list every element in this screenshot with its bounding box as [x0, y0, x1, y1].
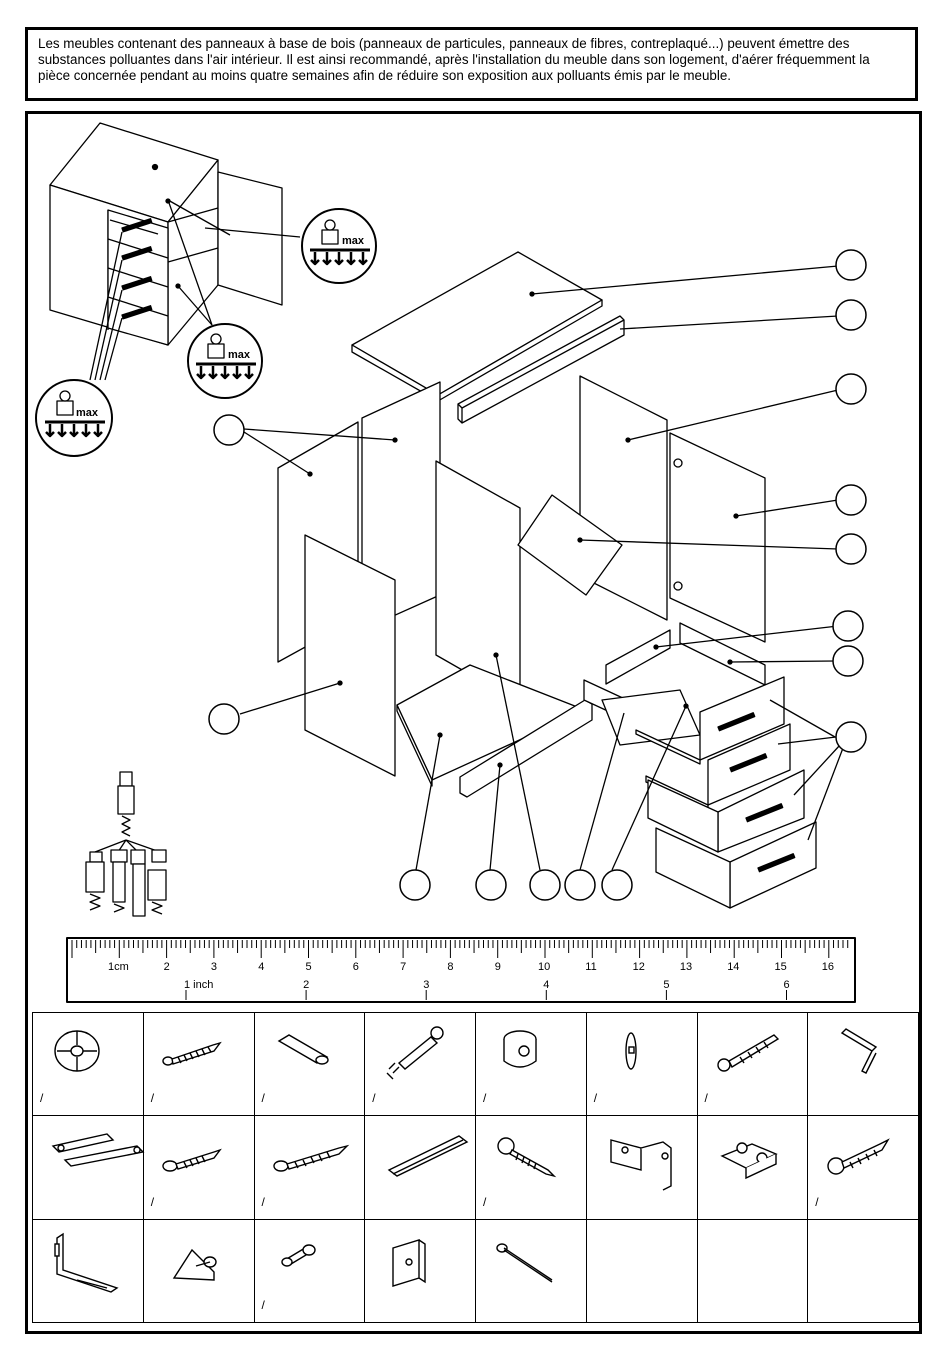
load-badge-label: max: [342, 235, 365, 247]
hardware-cell: /: [475, 1115, 587, 1220]
load-badge-drawers: [35, 379, 113, 457]
hardware-cell: [364, 1115, 476, 1220]
part-callout: [213, 414, 245, 446]
hardware-cell: /: [475, 1012, 587, 1117]
part-callout: [601, 869, 633, 901]
part-callout: [835, 533, 867, 565]
part-callout: [835, 249, 867, 281]
ruler-cm-label: 6: [352, 961, 359, 973]
hardware-cell: [696, 1115, 809, 1220]
warning-text: Les meubles contenant des panneaux à bas…: [38, 36, 870, 83]
quantity-label: /: [372, 1091, 376, 1106]
ruler-inch-label: 3: [423, 979, 430, 991]
hardware-cell: [807, 1218, 919, 1323]
hardware-cell: [32, 1115, 145, 1220]
quantity-label: /: [40, 1091, 44, 1106]
part-callout: [832, 610, 864, 642]
ruler-inch-label: 5: [663, 979, 670, 991]
quantity-label: /: [261, 1194, 265, 1209]
hardware-cell: /: [807, 1115, 919, 1220]
hardware-cell: /: [696, 1012, 809, 1117]
ruler-cm-label: 9: [494, 961, 501, 973]
quantity-label: /: [704, 1091, 708, 1106]
hardware-cell: /: [253, 1218, 366, 1323]
hardware-cell: [364, 1218, 476, 1323]
quantity-label: /: [150, 1091, 155, 1106]
part-callout: [399, 869, 431, 901]
ruler-cm-label: 2: [163, 961, 170, 973]
hardware-cell: [807, 1012, 919, 1117]
part-callout: [835, 299, 867, 331]
part-callout: [832, 645, 864, 677]
load-badge-middle: [187, 323, 263, 399]
hardware-cell: /: [364, 1012, 476, 1117]
quantity-label: /: [150, 1194, 155, 1209]
ruler-cm-label: 3: [210, 961, 218, 973]
hardware-cell: /: [253, 1012, 366, 1117]
load-badge-top: [301, 208, 377, 284]
hardware-cell: /: [585, 1012, 698, 1117]
quantity-label: /: [483, 1194, 487, 1209]
part-callout: [835, 484, 867, 516]
cam-bolt-variants: [85, 771, 167, 917]
part-callout: [529, 869, 561, 901]
hardware-grid: / / / / / / / / / / / /: [32, 1012, 919, 1323]
hardware-cell: [696, 1218, 809, 1323]
ruler-cm-label: 15: [774, 961, 787, 973]
ruler-inch-label: 6: [783, 979, 790, 991]
load-badge-label: max: [76, 407, 99, 419]
part-callout: [208, 703, 240, 735]
ruler-inch-label: 2: [303, 979, 310, 991]
quantity-label: /: [593, 1091, 598, 1106]
hardware-cell: [32, 1218, 144, 1323]
diagram-frame: [25, 111, 922, 1334]
load-badge-label: max: [228, 349, 251, 361]
ruler-cm-label: 16: [821, 961, 835, 973]
hardware-cell: [142, 1218, 255, 1323]
hardware-cell: /: [32, 1012, 144, 1117]
part-callouts: [208, 249, 867, 901]
assembled-cabinet: [49, 122, 301, 381]
ruler-cm-label: 14: [727, 961, 740, 973]
hardware-cell: /: [142, 1012, 255, 1117]
ruler-cm-first-label: 1cm: [108, 961, 129, 973]
warning-box: Les meubles contenant des panneaux à bas…: [25, 27, 918, 101]
ruler-cm-label: 5: [305, 961, 312, 973]
part-callout: [835, 373, 867, 405]
ruler-cm-label: 8: [447, 961, 454, 973]
quantity-label: /: [483, 1091, 487, 1106]
quantity-label: /: [261, 1297, 265, 1312]
hardware-cell: [585, 1218, 698, 1323]
hardware-cell: /: [142, 1115, 255, 1220]
ruler-cm-label: 4: [258, 961, 265, 973]
hardware-cell: [585, 1115, 698, 1220]
ruler-inch-first-label: 1 inch: [184, 979, 214, 991]
ruler: [66, 937, 856, 1003]
ruler-inch-label: 4: [543, 979, 550, 991]
hardware-cell: /: [253, 1115, 366, 1220]
ruler-cm-label: 10: [538, 961, 551, 973]
ruler-cm-label: 7: [400, 961, 407, 973]
ruler-cm-label: 11: [585, 961, 597, 973]
hardware-cell: [475, 1218, 587, 1323]
exploded-view: [239, 251, 844, 909]
quantity-label: /: [815, 1194, 819, 1209]
part-callout: [564, 869, 596, 901]
part-callout: [835, 721, 867, 753]
part-callout: [475, 869, 507, 901]
ruler-cm-label: 13: [679, 961, 693, 973]
ruler-cm-label: 12: [632, 961, 645, 973]
quantity-label: /: [261, 1091, 265, 1106]
